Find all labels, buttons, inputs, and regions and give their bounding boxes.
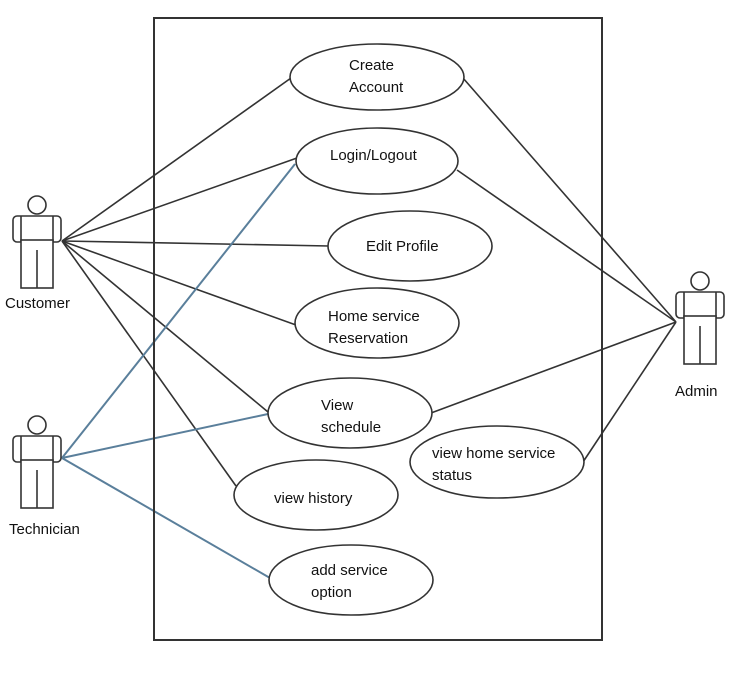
use-case-login-logout[interactable]: Login/Logout: [295, 127, 459, 195]
use-case-view-schedule[interactable]: View schedule: [267, 377, 433, 449]
association-line-admin-view-schedule: [430, 321, 677, 414]
stick-figure-icon: [675, 271, 725, 365]
actor-technician[interactable]: Technician: [9, 415, 80, 538]
use-case-label: option: [311, 584, 352, 601]
association-line-customer-create-account: [61, 77, 292, 242]
actor-label: Technician: [9, 521, 80, 538]
stick-figure-icon: [12, 415, 62, 509]
use-case-view-home-service-status[interactable]: view home service status: [409, 425, 585, 499]
use-case-label: view home service: [432, 445, 555, 462]
association-line-customer-edit-profile: [61, 240, 330, 247]
actor-admin[interactable]: Admin: [675, 271, 725, 400]
use-case-label: Home service: [328, 308, 420, 325]
use-case-add-service-option[interactable]: add service option: [268, 544, 434, 616]
use-case-label: status: [432, 467, 472, 484]
association-line-technician-add-service-option: [61, 457, 271, 579]
use-case-label: add service: [311, 562, 388, 579]
association-line-customer-view-history: [61, 240, 237, 487]
use-case-label: Reservation: [328, 330, 408, 347]
stick-figure-icon: [12, 195, 62, 289]
association-line-customer-home-service-reservation: [61, 240, 297, 326]
use-case-label: Login/Logout: [330, 147, 418, 164]
use-case-label: Account: [349, 79, 404, 96]
association-line-admin-view-home-service-status: [582, 321, 677, 463]
use-case-edit-profile[interactable]: Edit Profile: [327, 210, 493, 282]
association-line-technician-view-schedule: [61, 413, 269, 459]
use-case-label: Edit Profile: [366, 238, 439, 255]
use-case-create-account[interactable]: Create Account: [289, 43, 465, 111]
association-line-technician-login-logout: [61, 163, 296, 459]
association-line-admin-create-account: [462, 77, 677, 323]
use-case-label: Create: [349, 57, 394, 74]
actor-label: Customer: [5, 295, 70, 312]
actor-label: Admin: [675, 383, 718, 400]
association-line-customer-login-logout: [61, 157, 298, 242]
association-line-admin-login-logout: [456, 169, 677, 323]
association-lines: [61, 77, 677, 579]
system-boundary: [153, 17, 603, 641]
use-case-view-history[interactable]: view history: [233, 459, 399, 531]
use-case-label: schedule: [321, 419, 381, 436]
use-case-label: View: [321, 397, 353, 414]
use-case-label: view history: [274, 490, 353, 507]
actor-customer[interactable]: Customer: [5, 195, 70, 312]
use-case-home-service-reservation[interactable]: Home service Reservation: [294, 287, 460, 359]
